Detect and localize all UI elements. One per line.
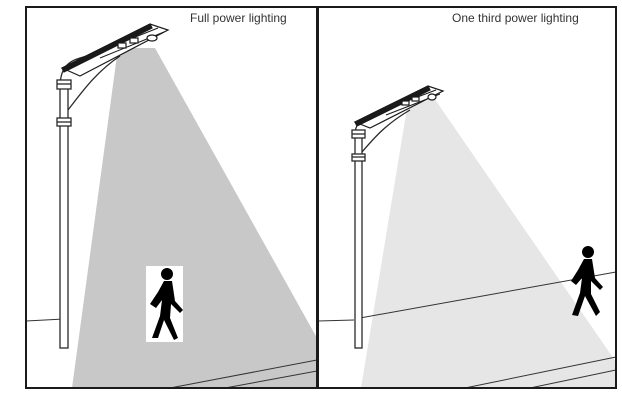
ground-line bbox=[26, 318, 65, 322]
solar-lamp-head bbox=[353, 85, 445, 129]
pedestrian-dim-light bbox=[571, 246, 603, 316]
ground-line bbox=[318, 319, 355, 322]
road-line bbox=[169, 359, 317, 388]
panel-label-third-power: One third power lighting bbox=[452, 11, 579, 25]
street-light-pole bbox=[351, 103, 411, 349]
panel-third-power bbox=[318, 85, 616, 388]
road-line bbox=[224, 370, 317, 388]
light-beam-dim bbox=[361, 98, 616, 388]
road-line bbox=[464, 356, 616, 388]
road-line bbox=[529, 369, 616, 388]
panel-full-power bbox=[26, 23, 317, 388]
light-beam-full bbox=[72, 48, 317, 388]
pedestrian-full-light bbox=[146, 266, 183, 342]
solar-lamp-head bbox=[60, 23, 170, 77]
panel-label-full-power: Full power lighting bbox=[190, 11, 287, 25]
